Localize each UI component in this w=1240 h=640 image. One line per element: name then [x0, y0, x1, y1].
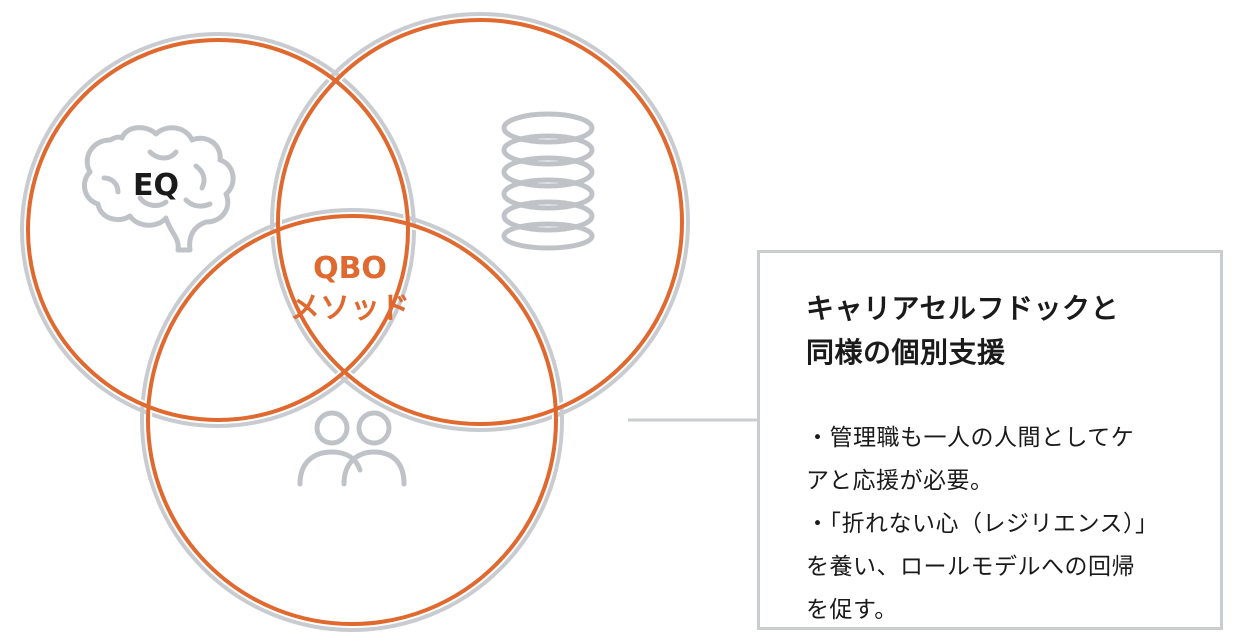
eq-label: EQ	[133, 168, 179, 203]
bullet-2-line3: を促す。	[806, 597, 898, 623]
outer-rims	[20, 12, 690, 632]
brain-icon	[81, 125, 236, 253]
bullet-item: ・管理職も一人の人間としてケ アと応援が必要。	[806, 417, 1190, 503]
left-circle	[26, 38, 410, 422]
bottom-circle	[146, 214, 558, 626]
left-circle-rim	[20, 32, 416, 428]
callout-heading: キャリアセルフドックと 同様の個別支援	[806, 287, 1190, 375]
people-icon	[297, 410, 407, 487]
bullet-item: ・「折れない心（レジリエンス）」 を養い、ロールモデルへの回帰 を促す。	[806, 503, 1190, 632]
bullet-1-line2: アと応援が必要。	[806, 468, 994, 494]
bullet-2-line1: ・「折れない心（レジリエンス）」	[806, 511, 1159, 537]
spring-icon	[501, 111, 595, 251]
callout-box: キャリアセルフドックと 同様の個別支援 ・管理職も一人の人間としてケ アと応援が…	[757, 250, 1223, 630]
center-label-line2: メソッド	[290, 291, 410, 326]
right-circle-rim	[270, 12, 690, 432]
callout-bullets: ・管理職も一人の人間としてケ アと応援が必要。 ・「折れない心（レジリエンス）」…	[806, 417, 1190, 632]
bullet-1-line1: ・管理職も一人の人間としてケ	[806, 425, 1135, 451]
callout-heading-line1: キャリアセルフドックと	[806, 292, 1119, 325]
right-circle	[276, 18, 684, 426]
center-label-line1: QBO	[313, 251, 387, 286]
bottom-circle-rim	[140, 208, 564, 632]
bullet-2-line2: を養い、ロールモデルへの回帰	[806, 554, 1135, 580]
callout-heading-line2: 同様の個別支援	[806, 336, 1006, 369]
orange-circles	[26, 18, 684, 626]
